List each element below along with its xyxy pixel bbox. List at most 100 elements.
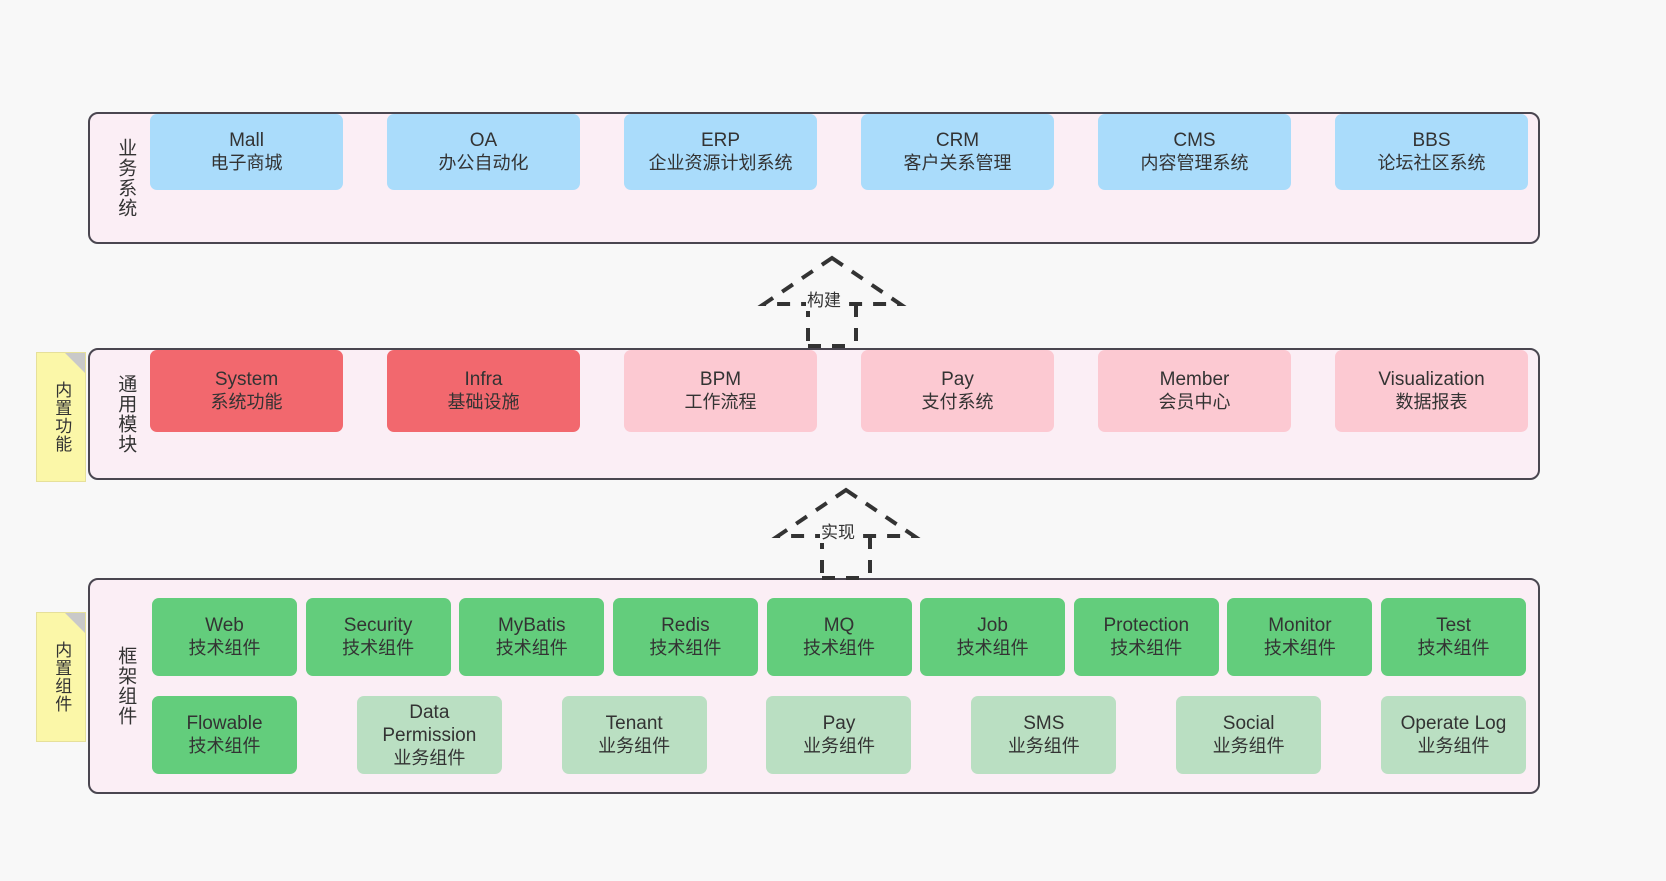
cell-cn-label: 系统功能 xyxy=(210,392,283,413)
note-builtin-components: 内置组件 xyxy=(36,612,86,742)
layer-business-system: 业务系统 Mall 电子商城 OA 办公自动化 ERP 企业资源计划系统 CRM… xyxy=(88,112,1540,244)
cell-cn-label: 电子商城 xyxy=(210,153,283,174)
layer-framework-components: 框架组件 Web 技术组件 Security 技术组件 MyBatis 技术组件… xyxy=(88,578,1540,794)
cell-en-label: OA xyxy=(469,130,498,152)
cell-en-label: ERP xyxy=(700,130,741,152)
business-system-cell-group: Mall 电子商城 OA 办公自动化 ERP 企业资源计划系统 CRM 客户关系… xyxy=(146,114,1538,242)
cell-en-label: Pay xyxy=(822,713,856,735)
component-cell-mybatis[interactable]: MyBatis 技术组件 xyxy=(459,598,605,676)
cell-en-label: CRM xyxy=(935,130,980,152)
cell-en-label: Data Permission xyxy=(382,701,477,746)
component-cell-test[interactable]: Test 技术组件 xyxy=(1381,598,1526,676)
cell-cn-label: 业务组件 xyxy=(802,736,875,757)
component-cell-security[interactable]: Security 技术组件 xyxy=(305,598,451,676)
cell-cn-label: 工作流程 xyxy=(684,392,757,413)
business-cell-crm[interactable]: CRM 客户关系管理 xyxy=(861,114,1054,190)
layer-common-modules: 通用模块 System 系统功能 Infra 基础设施 BPM 工作流程 Pay… xyxy=(88,348,1540,480)
cell-cn-label: 业务组件 xyxy=(1417,736,1490,757)
layer-common-modules-title: 通用模块 xyxy=(115,374,137,454)
cell-cn-label: 数据报表 xyxy=(1395,392,1468,413)
component-cell-protection[interactable]: Protection 技术组件 xyxy=(1073,598,1219,676)
cell-cn-label: 技术组件 xyxy=(188,736,261,757)
cell-en-label: MQ xyxy=(823,615,855,637)
cell-en-label: Mall xyxy=(229,130,264,152)
cell-cn-label: 内容管理系统 xyxy=(1140,153,1249,174)
cell-en-label: Monitor xyxy=(1268,615,1332,637)
cell-cn-label: 支付系统 xyxy=(921,392,994,413)
cell-en-label: Pay xyxy=(941,369,974,391)
component-cell-monitor[interactable]: Monitor 技术组件 xyxy=(1227,598,1373,676)
cell-en-label: Tenant xyxy=(605,713,663,735)
module-cell-system[interactable]: System 系统功能 xyxy=(150,350,343,432)
cell-en-label: Social xyxy=(1222,713,1275,735)
business-cell-oa[interactable]: OA 办公自动化 xyxy=(387,114,580,190)
cell-cn-label: 办公自动化 xyxy=(438,153,529,174)
cell-cn-label: 论坛社区系统 xyxy=(1377,153,1486,174)
cell-en-label: Test xyxy=(1436,615,1471,637)
cell-cn-label: 企业资源计划系统 xyxy=(648,153,793,174)
cell-cn-label: 技术组件 xyxy=(188,638,261,659)
module-cell-pay[interactable]: Pay 支付系统 xyxy=(861,350,1054,432)
cell-cn-label: 技术组件 xyxy=(1417,638,1490,659)
module-cell-bpm[interactable]: BPM 工作流程 xyxy=(624,350,817,432)
component-cell-redis[interactable]: Redis 技术组件 xyxy=(612,598,758,676)
cell-cn-label: 技术组件 xyxy=(1110,638,1183,659)
business-cell-mall[interactable]: Mall 电子商城 xyxy=(150,114,343,190)
cell-cn-label: 技术组件 xyxy=(956,638,1029,659)
cell-en-label: BBS xyxy=(1412,130,1451,152)
component-cell-operate-log[interactable]: Operate Log 业务组件 xyxy=(1380,696,1526,774)
cell-cn-label: 业务组件 xyxy=(598,736,671,757)
component-cell-pay[interactable]: Pay 业务组件 xyxy=(766,696,912,774)
cell-en-label: System xyxy=(214,369,279,391)
component-cell-social[interactable]: Social 业务组件 xyxy=(1176,696,1322,774)
note-builtin-features: 内置功能 xyxy=(36,352,86,482)
cell-en-label: Visualization xyxy=(1378,369,1485,391)
module-cell-member[interactable]: Member 会员中心 xyxy=(1098,350,1291,432)
component-cell-job[interactable]: Job 技术组件 xyxy=(920,598,1066,676)
cell-en-label: MyBatis xyxy=(497,615,566,637)
cell-cn-label: 技术组件 xyxy=(1263,638,1336,659)
component-cell-tenant[interactable]: Tenant 业务组件 xyxy=(561,696,707,774)
cell-en-label: CMS xyxy=(1173,130,1216,152)
cell-en-label: Security xyxy=(343,615,413,637)
cell-en-label: Web xyxy=(205,615,244,637)
connector-implement-arrow: 实现 xyxy=(766,484,926,580)
business-cell-cms[interactable]: CMS 内容管理系统 xyxy=(1098,114,1291,190)
cell-en-label: Job xyxy=(977,615,1008,637)
cell-en-label: Member xyxy=(1159,369,1230,391)
cell-cn-label: 客户关系管理 xyxy=(903,153,1012,174)
cell-cn-label: 业务组件 xyxy=(1007,736,1080,757)
cell-en-label: SMS xyxy=(1023,713,1065,735)
cell-cn-label: 技术组件 xyxy=(495,638,568,659)
cell-en-label: Protection xyxy=(1103,615,1190,637)
component-cell-mq[interactable]: MQ 技术组件 xyxy=(766,598,912,676)
cell-en-label: Operate Log xyxy=(1400,713,1507,735)
cell-cn-label: 会员中心 xyxy=(1158,392,1231,413)
business-cell-bbs[interactable]: BBS 论坛社区系统 xyxy=(1335,114,1528,190)
common-modules-cell-group: System 系统功能 Infra 基础设施 BPM 工作流程 Pay 支付系统… xyxy=(146,350,1538,478)
business-cell-erp[interactable]: ERP 企业资源计划系统 xyxy=(624,114,817,190)
component-cell-sms[interactable]: SMS 业务组件 xyxy=(971,696,1117,774)
connector-build-arrow: 构建 xyxy=(752,252,912,348)
note-builtin-components-label: 内置组件 xyxy=(52,641,72,713)
cell-en-label: Redis xyxy=(661,615,710,637)
cell-cn-label: 业务组件 xyxy=(1212,736,1285,757)
cell-cn-label: 技术组件 xyxy=(342,638,415,659)
component-cell-data-permission[interactable]: Data Permission 业务组件 xyxy=(356,696,502,774)
cell-en-label: Flowable xyxy=(186,713,263,735)
framework-components-cell-group: Web 技术组件 Security 技术组件 MyBatis 技术组件 Redi… xyxy=(146,580,1538,792)
component-cell-web[interactable]: Web 技术组件 xyxy=(152,598,297,676)
cell-cn-label: 基础设施 xyxy=(447,392,520,413)
layer-framework-components-title: 框架组件 xyxy=(115,646,137,726)
layer-business-system-title: 业务系统 xyxy=(115,138,137,218)
cell-en-label: Infra xyxy=(464,369,503,391)
cell-cn-label: 技术组件 xyxy=(803,638,875,659)
module-cell-infra[interactable]: Infra 基础设施 xyxy=(387,350,580,432)
note-builtin-features-label: 内置功能 xyxy=(52,381,72,453)
component-cell-flowable[interactable]: Flowable 技术组件 xyxy=(152,696,297,774)
cell-cn-label: 技术组件 xyxy=(649,638,722,659)
connector-build-label: 构建 xyxy=(806,291,842,311)
module-cell-visualization[interactable]: Visualization 数据报表 xyxy=(1335,350,1528,432)
connector-implement-label: 实现 xyxy=(820,523,856,543)
